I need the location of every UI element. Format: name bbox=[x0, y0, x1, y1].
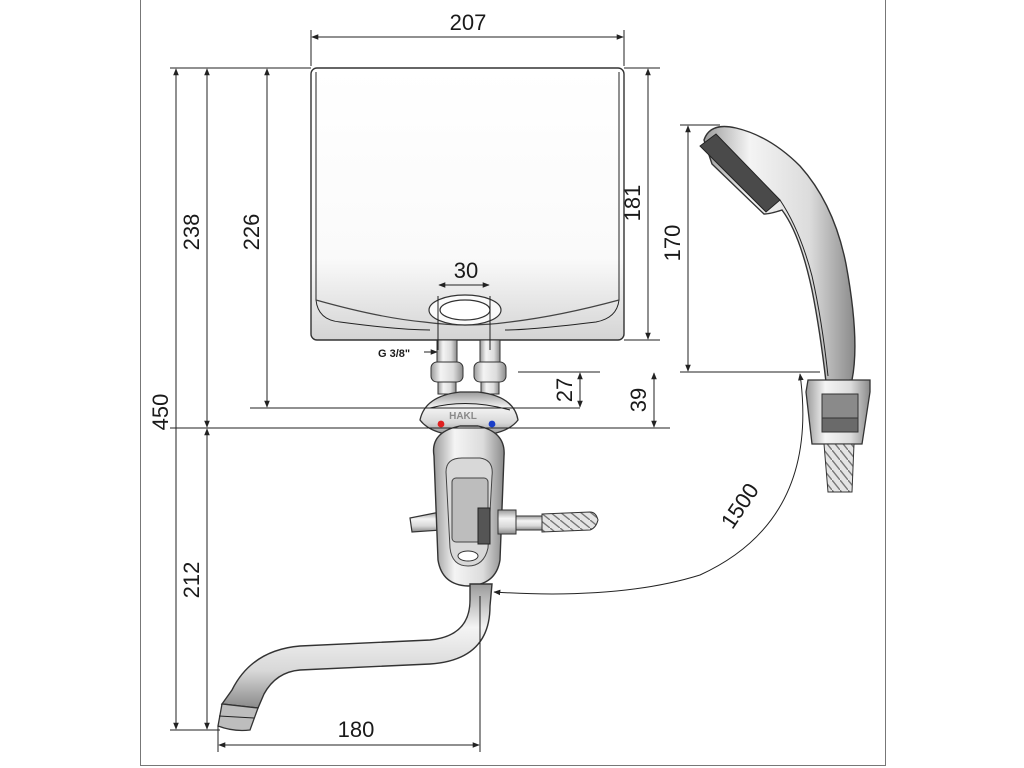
dim-thread: G 3/8" bbox=[378, 348, 410, 360]
dim-spout-length: 180 bbox=[338, 717, 375, 742]
dim-mixer-offset-27: 27 bbox=[552, 378, 577, 402]
dim-lower-height: 212 bbox=[179, 562, 204, 599]
dim-height-238: 238 bbox=[179, 214, 204, 251]
dimension-lines bbox=[170, 30, 820, 752]
shower-holder bbox=[805, 379, 871, 493]
dim-height-226: 226 bbox=[239, 214, 264, 251]
cold-indicator bbox=[488, 420, 496, 428]
shower-hose-connection bbox=[497, 509, 599, 535]
brand-logo: HAKL bbox=[449, 411, 477, 422]
dim-heater-width: 207 bbox=[450, 10, 487, 35]
dim-total-height: 450 bbox=[148, 394, 173, 431]
inlet-fittings bbox=[430, 339, 507, 395]
hot-indicator bbox=[437, 420, 445, 428]
mixer-tap: HAKL bbox=[409, 391, 519, 587]
dim-shower-height: 170 bbox=[660, 225, 685, 262]
dim-connection-spacing: 30 bbox=[454, 258, 478, 283]
dim-hose-length: 1500 bbox=[716, 479, 764, 534]
swivel-spout bbox=[217, 583, 493, 732]
hand-shower bbox=[699, 125, 856, 383]
drawing-frame bbox=[140, 0, 886, 766]
dim-heater-height: 181 bbox=[620, 185, 645, 222]
water-heater-body bbox=[310, 67, 625, 341]
dim-mixer-offset-39: 39 bbox=[626, 388, 651, 412]
